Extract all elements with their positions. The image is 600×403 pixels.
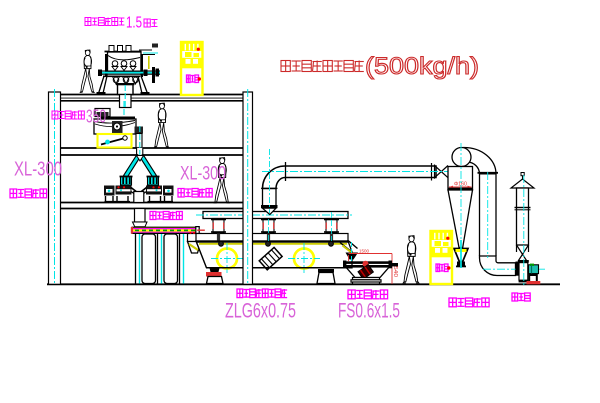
svg-text:1.5: 1.5 bbox=[126, 15, 142, 32]
svg-text:Φ160: Φ160 bbox=[454, 182, 467, 188]
svg-text:1500: 1500 bbox=[359, 249, 369, 255]
svg-text:ZLG6x0.75: ZLG6x0.75 bbox=[225, 299, 296, 323]
svg-text:(500kg/h): (500kg/h) bbox=[365, 53, 479, 80]
svg-text:350: 350 bbox=[86, 106, 106, 127]
svg-text:540: 540 bbox=[392, 266, 398, 277]
svg-text:FS0.6x1.5: FS0.6x1.5 bbox=[338, 299, 400, 323]
svg-text:XL-300: XL-300 bbox=[180, 164, 226, 185]
svg-text:XL-300: XL-300 bbox=[14, 159, 62, 181]
